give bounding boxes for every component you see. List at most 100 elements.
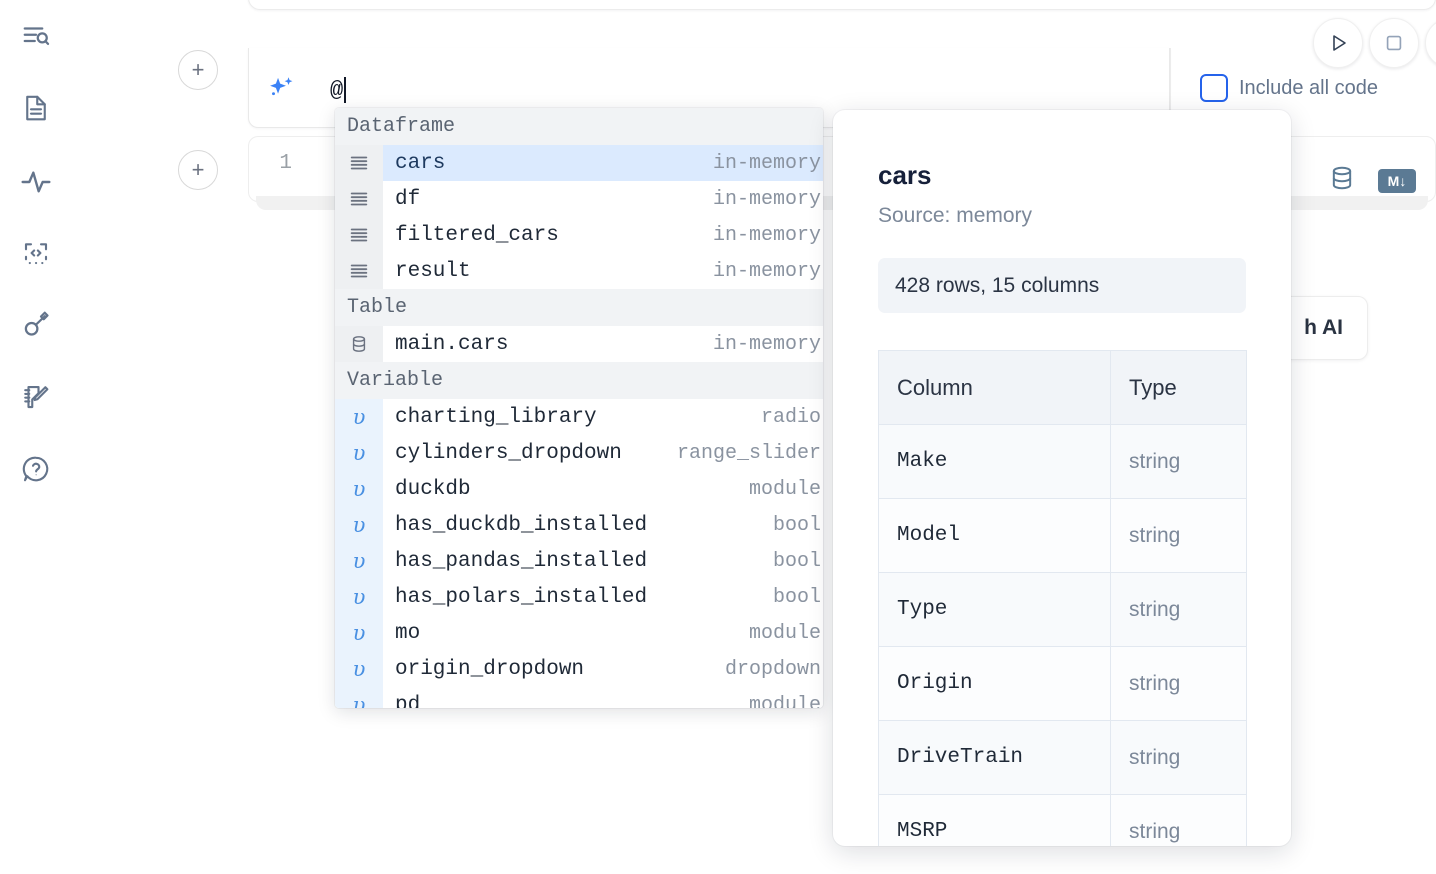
stop-button[interactable] bbox=[1369, 18, 1419, 68]
add-cell-button-top[interactable]: + bbox=[178, 50, 218, 90]
include-all-code-label: Include all code bbox=[1239, 76, 1378, 99]
text-caret bbox=[344, 77, 347, 103]
doc-column-name: Origin bbox=[878, 646, 1111, 721]
dataframe-icon bbox=[335, 253, 383, 289]
documentation-panel: cars Source: memory 428 rows, 15 columns… bbox=[833, 110, 1291, 846]
autocomplete-item[interactable]: df in-memory bbox=[335, 181, 823, 217]
doc-column-type: string bbox=[1110, 794, 1247, 846]
doc-column-type: string bbox=[1110, 498, 1247, 573]
autocomplete-item-name: cylinders_dropdown bbox=[395, 441, 622, 465]
autocomplete-item-type: in-memory bbox=[712, 187, 821, 211]
variable-icon: υ bbox=[335, 471, 383, 507]
doc-column-name: Make bbox=[878, 424, 1111, 499]
autocomplete-item-name: cars bbox=[395, 151, 446, 175]
code-cell-icons: M↓ bbox=[1328, 164, 1416, 197]
dataframe-icon bbox=[335, 217, 383, 253]
doc-column-name: Type bbox=[878, 572, 1111, 647]
more-actions-button[interactable] bbox=[1425, 18, 1436, 68]
prompt-divider bbox=[1170, 48, 1171, 128]
autocomplete-item-type: bool bbox=[772, 513, 821, 537]
autocomplete-group-header: Table bbox=[335, 289, 823, 326]
autocomplete-item-name: origin_dropdown bbox=[395, 657, 585, 681]
autocomplete-item-name: pd bbox=[395, 693, 421, 709]
autocomplete-item-type: range_slider bbox=[676, 441, 821, 465]
ai-prompt-value: @ bbox=[330, 77, 344, 103]
autocomplete-item[interactable]: cars in-memory bbox=[335, 145, 823, 181]
left-icon-rail bbox=[0, 0, 72, 874]
autocomplete-group-header: Variable bbox=[335, 362, 823, 399]
autocomplete-item[interactable]: υ has_duckdb_installed bool bbox=[335, 507, 823, 543]
autocomplete-item[interactable]: filtered_cars in-memory bbox=[335, 217, 823, 253]
variable-icon: υ bbox=[335, 507, 383, 543]
doc-col-header-column: Column bbox=[878, 350, 1111, 425]
autocomplete-item-type: in-memory bbox=[712, 332, 821, 356]
autocomplete-item[interactable]: υ origin_dropdown dropdown bbox=[335, 651, 823, 687]
variable-icon: υ bbox=[335, 543, 383, 579]
variable-icon: υ bbox=[335, 651, 383, 687]
add-cell-button-bottom[interactable]: + bbox=[178, 150, 218, 190]
autocomplete-group-header: Dataframe bbox=[335, 108, 823, 145]
autocomplete-item-type: module bbox=[748, 693, 821, 709]
autocomplete-item-type: radio bbox=[760, 405, 821, 429]
variable-icon: υ bbox=[335, 579, 383, 615]
autocomplete-item-type: module bbox=[748, 621, 821, 645]
secrets-icon[interactable] bbox=[14, 303, 58, 347]
autocomplete-item-type: in-memory bbox=[712, 223, 821, 247]
database-icon[interactable] bbox=[1328, 164, 1356, 197]
doc-column-name: Model bbox=[878, 498, 1111, 573]
doc-column-type: string bbox=[1110, 572, 1247, 647]
sparkles-icon bbox=[262, 70, 302, 110]
doc-column-type: string bbox=[1110, 720, 1247, 795]
autocomplete-item-name: df bbox=[395, 187, 421, 211]
help-icon[interactable] bbox=[14, 447, 58, 491]
autocomplete-item-type: dropdown bbox=[724, 657, 821, 681]
autocomplete-item-name: mo bbox=[395, 621, 421, 645]
markdown-badge[interactable]: M↓ bbox=[1378, 168, 1416, 193]
autocomplete-item-name: filtered_cars bbox=[395, 223, 559, 247]
autocomplete-item-name: result bbox=[395, 259, 471, 283]
snippets-icon[interactable] bbox=[14, 231, 58, 275]
notebook-card-top-edge bbox=[248, 0, 1436, 10]
code-line-number: 1 bbox=[279, 152, 292, 175]
autocomplete-item-type: bool bbox=[772, 585, 821, 609]
doc-stats: 428 rows, 15 columns bbox=[878, 258, 1246, 313]
notebook-icon[interactable] bbox=[14, 86, 58, 130]
ai-prompt-input[interactable]: @ bbox=[330, 70, 347, 110]
activity-icon[interactable] bbox=[14, 160, 58, 204]
autocomplete-item-name: has_polars_installed bbox=[395, 585, 648, 609]
run-button[interactable] bbox=[1313, 18, 1363, 68]
autocomplete-item[interactable]: υ cylinders_dropdown range_slider bbox=[335, 435, 823, 471]
autocomplete-item-type: bool bbox=[772, 549, 821, 573]
autocomplete-item-type: in-memory bbox=[712, 151, 821, 175]
autocomplete-item-type: module bbox=[748, 477, 821, 501]
variable-icon: υ bbox=[335, 435, 383, 471]
autocomplete-item-name: charting_library bbox=[395, 405, 597, 429]
explore-icon[interactable] bbox=[14, 14, 58, 58]
autocomplete-item[interactable]: υ has_polars_installed bool bbox=[335, 579, 823, 615]
autocomplete-item-name: has_duckdb_installed bbox=[395, 513, 648, 537]
include-all-code-row[interactable]: Include all code bbox=[1200, 74, 1378, 102]
doc-table-header-row: Column Type bbox=[878, 350, 1247, 425]
dataframe-icon bbox=[335, 181, 383, 217]
include-all-code-checkbox[interactable] bbox=[1200, 74, 1228, 102]
scratchpad-icon[interactable] bbox=[14, 375, 58, 419]
doc-column-name: DriveTrain bbox=[878, 720, 1111, 795]
doc-column-type: string bbox=[1110, 424, 1247, 499]
doc-column-type: string bbox=[1110, 646, 1247, 721]
